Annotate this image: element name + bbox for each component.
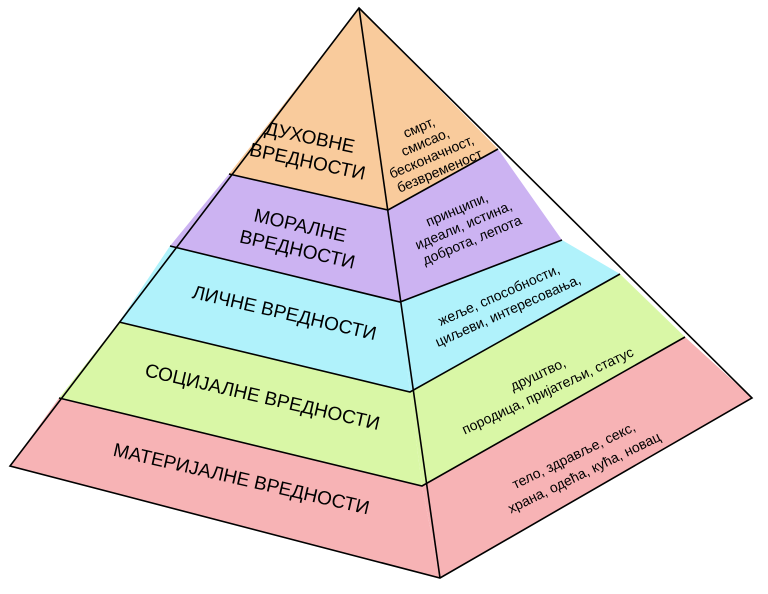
level-moral-front-face bbox=[170, 174, 400, 302]
level-social-side-face bbox=[410, 274, 685, 486]
level-material-front-face bbox=[10, 398, 440, 578]
pyramid-edges bbox=[8, 6, 754, 579]
divider-1 bbox=[228, 148, 499, 211]
level-spiritual-side-face bbox=[359, 8, 498, 210]
level-personal-side-face bbox=[400, 240, 620, 392]
divider-3 bbox=[118, 273, 621, 393]
level-material-side-face bbox=[422, 337, 752, 578]
level-moral: МОРАЛНЕ ВРЕДНОСТИ принципи, идеали, исти… bbox=[170, 149, 562, 302]
divider-2 bbox=[169, 239, 563, 303]
level-social-front-face bbox=[59, 322, 422, 486]
divider-4 bbox=[58, 336, 686, 487]
level-spiritual-front-face bbox=[229, 8, 388, 210]
level-personal-front-face bbox=[119, 246, 410, 392]
level-moral-side-face bbox=[388, 149, 562, 302]
level-personal: ЛИЧНЕ ВРЕДНОСТИ жеље, способности, циљев… bbox=[119, 240, 620, 392]
